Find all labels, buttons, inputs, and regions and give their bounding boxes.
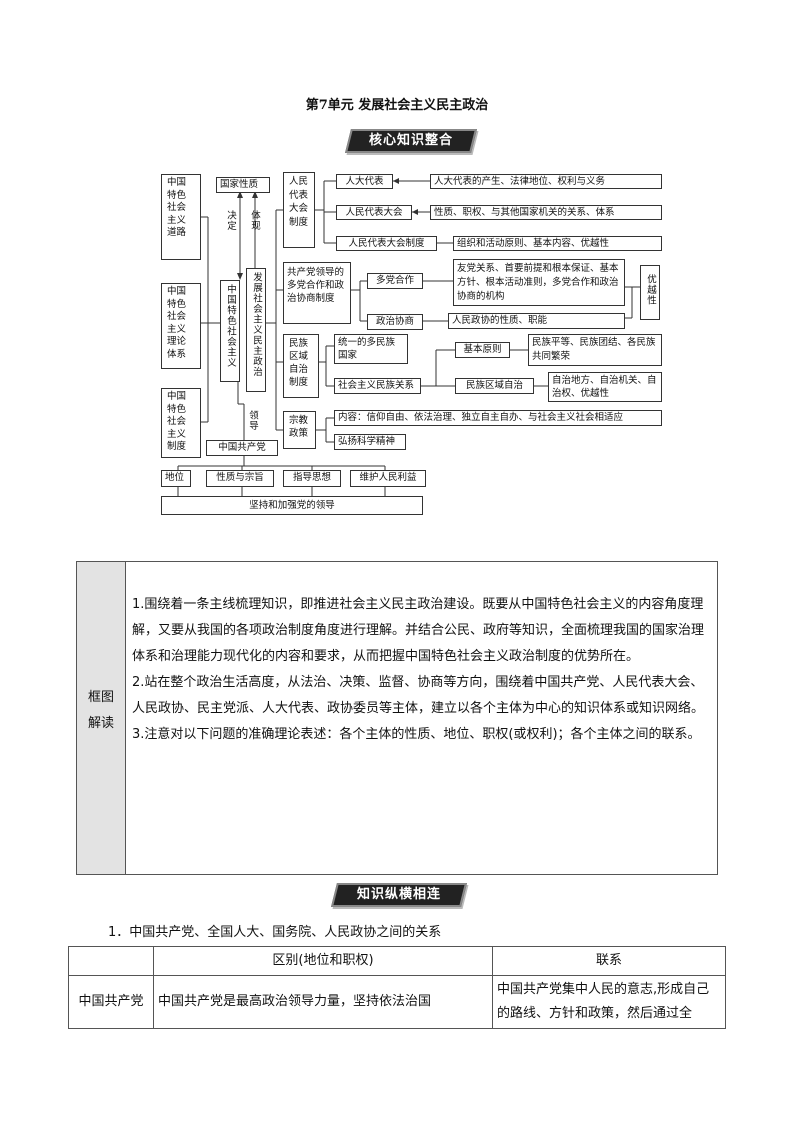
desc-npc: 性质、职权、与其他国家机关的关系、体系 bbox=[430, 205, 662, 220]
box-npc: 人民代表大会 bbox=[336, 205, 412, 220]
table-header-row: 区别(地位和职权) 联系 bbox=[68, 946, 726, 976]
box-consultation: 政治协商 bbox=[367, 314, 423, 330]
desc-multi-party: 友党关系、首要前提和根本保证、基本方针、根本活动准则，多党合作和政治协商的机构 bbox=[453, 259, 625, 306]
box-religion-policy: 宗教政策 bbox=[283, 411, 316, 449]
box-multi-party: 多党合作 bbox=[367, 273, 423, 289]
box-nature-purpose: 性质与宗旨 bbox=[206, 470, 274, 487]
box-multi-party-system: 共产党领导的多党合作和政治协商制度 bbox=[283, 262, 351, 324]
box-cs-socialism: 中国特色社会主义 bbox=[220, 280, 240, 382]
box-cs-theory-label: 中国特色社会主义理论体系 bbox=[167, 286, 187, 360]
label-decide: 决定 bbox=[225, 210, 236, 231]
explanation-panel bbox=[76, 561, 718, 875]
desc-religion-content: 内容：信仰自由、依法治理、独立自主自办、与社会主义社会相适应 bbox=[334, 410, 662, 426]
box-ethnic-system: 民族区域自治制度 bbox=[283, 334, 319, 398]
box-state-nature: 国家性质 bbox=[216, 177, 270, 193]
desc-consultation: 人民政协的性质、职能 bbox=[448, 313, 625, 329]
page-title: 第7单元 发展社会主义民主政治 bbox=[305, 98, 489, 113]
desc-regional-autonomy: 自治地方、自治机关、自治权、优越性 bbox=[548, 372, 662, 402]
box-npc-system: 人民代表大会制度 bbox=[283, 172, 315, 248]
panel-item: 3.注意对以下问题的准确理论表述：各个主体的性质、地位、职权(或权利)；各个主体… bbox=[132, 727, 701, 742]
box-cs-road-label: 中国特色社会主义道路 bbox=[167, 177, 187, 238]
box-cs-theory: 中国特色社会主义理论体系 bbox=[161, 283, 201, 369]
table-cell-link: 中国共产党集中人民的意志,形成自己的路线、方针和政策，然后通过全 bbox=[492, 975, 726, 1029]
panel-body: 1.围绕着一条主线梳理知识，即推进社会主义民主政治建设。既要从中国特色社会主义的… bbox=[132, 592, 712, 748]
box-ethnic-relations: 社会主义民族关系 bbox=[334, 378, 421, 394]
box-ethnic-system-label: 民族区域自治制度 bbox=[289, 338, 309, 388]
box-superiority-label: 优越性 bbox=[645, 274, 656, 306]
box-science-spirit: 弘扬科学精神 bbox=[334, 434, 406, 450]
panel-label: 框图解读 bbox=[87, 690, 114, 731]
panel-item: 1.围绕着一条主线梳理知识，即推进社会主义民主政治建设。既要从中国特色社会主义的… bbox=[132, 597, 705, 664]
panel-sidebar bbox=[76, 561, 126, 875]
box-cs-socialism-label: 中国特色社会主义 bbox=[225, 284, 236, 368]
box-cs-road: 中国特色社会主义道路 bbox=[161, 174, 201, 260]
relations-table: 区别(地位和职权) 联系 中国共产党 中国共产党是最高政治领导力量，坚持依法治国… bbox=[68, 946, 726, 1029]
table-header: 区别(地位和职权) bbox=[153, 946, 493, 976]
box-multi-party-system-label: 共产党领导的多党合作和政治协商制度 bbox=[287, 267, 345, 304]
section-title: 1．中国共产党、全国人大、国务院、人民政协之间的关系 bbox=[108, 925, 442, 940]
box-develop-democracy-label: 发展社会主义民主政治 bbox=[251, 272, 262, 377]
desc-npc-institution: 组织和活动原则、基本内容、优越性 bbox=[453, 236, 662, 251]
box-superiority: 优越性 bbox=[640, 265, 660, 320]
box-regional-autonomy: 民族区域自治 bbox=[455, 378, 534, 394]
box-basic-principle: 基本原则 bbox=[455, 342, 510, 358]
box-people-interest: 维护人民利益 bbox=[350, 470, 426, 487]
label-lead: 领导 bbox=[247, 410, 258, 431]
box-deputy: 人大代表 bbox=[336, 174, 393, 189]
box-party-leadership: 坚持和加强党的领导 bbox=[161, 496, 423, 515]
panel-item: 2.站在整个政治生活高度，从法治、决策、监督、协商等方向，围绕着中国共产党、人民… bbox=[132, 675, 705, 716]
diagram-connectors bbox=[177, 178, 640, 496]
box-status: 地位 bbox=[161, 470, 191, 487]
desc-basic-principle: 民族平等、民族团结、各民族共同繁荣 bbox=[528, 334, 662, 366]
banner-knowledge-links: 知识纵横相连 bbox=[331, 883, 467, 907]
table-header bbox=[68, 946, 154, 976]
box-cpc: 中国共产党 bbox=[206, 440, 278, 456]
table-cell-name: 中国共产党 bbox=[68, 975, 154, 1029]
table-header: 联系 bbox=[492, 946, 726, 976]
table-row: 中国共产党 中国共产党是最高政治领导力量，坚持依法治国 中国共产党集中人民的意志… bbox=[68, 975, 726, 1029]
box-guiding-thought: 指导思想 bbox=[283, 470, 341, 487]
desc-deputy: 人大代表的产生、法律地位、权利与义务 bbox=[430, 174, 662, 189]
box-religion-policy-label: 宗教政策 bbox=[289, 415, 309, 439]
box-npc-system-label: 人民代表大会制度 bbox=[289, 176, 309, 228]
label-reflect: 体现 bbox=[249, 210, 260, 231]
box-cs-system-label: 中国特色社会主义制度 bbox=[167, 391, 187, 452]
box-unified-nation: 统一的多民族国家 bbox=[334, 334, 408, 364]
box-cs-system: 中国特色社会主义制度 bbox=[161, 388, 201, 458]
table-cell-diff: 中国共产党是最高政治领导力量，坚持依法治国 bbox=[153, 975, 493, 1029]
box-npc-institution: 人民代表大会制度 bbox=[336, 236, 437, 251]
box-develop-democracy: 发展社会主义民主政治 bbox=[246, 268, 266, 392]
